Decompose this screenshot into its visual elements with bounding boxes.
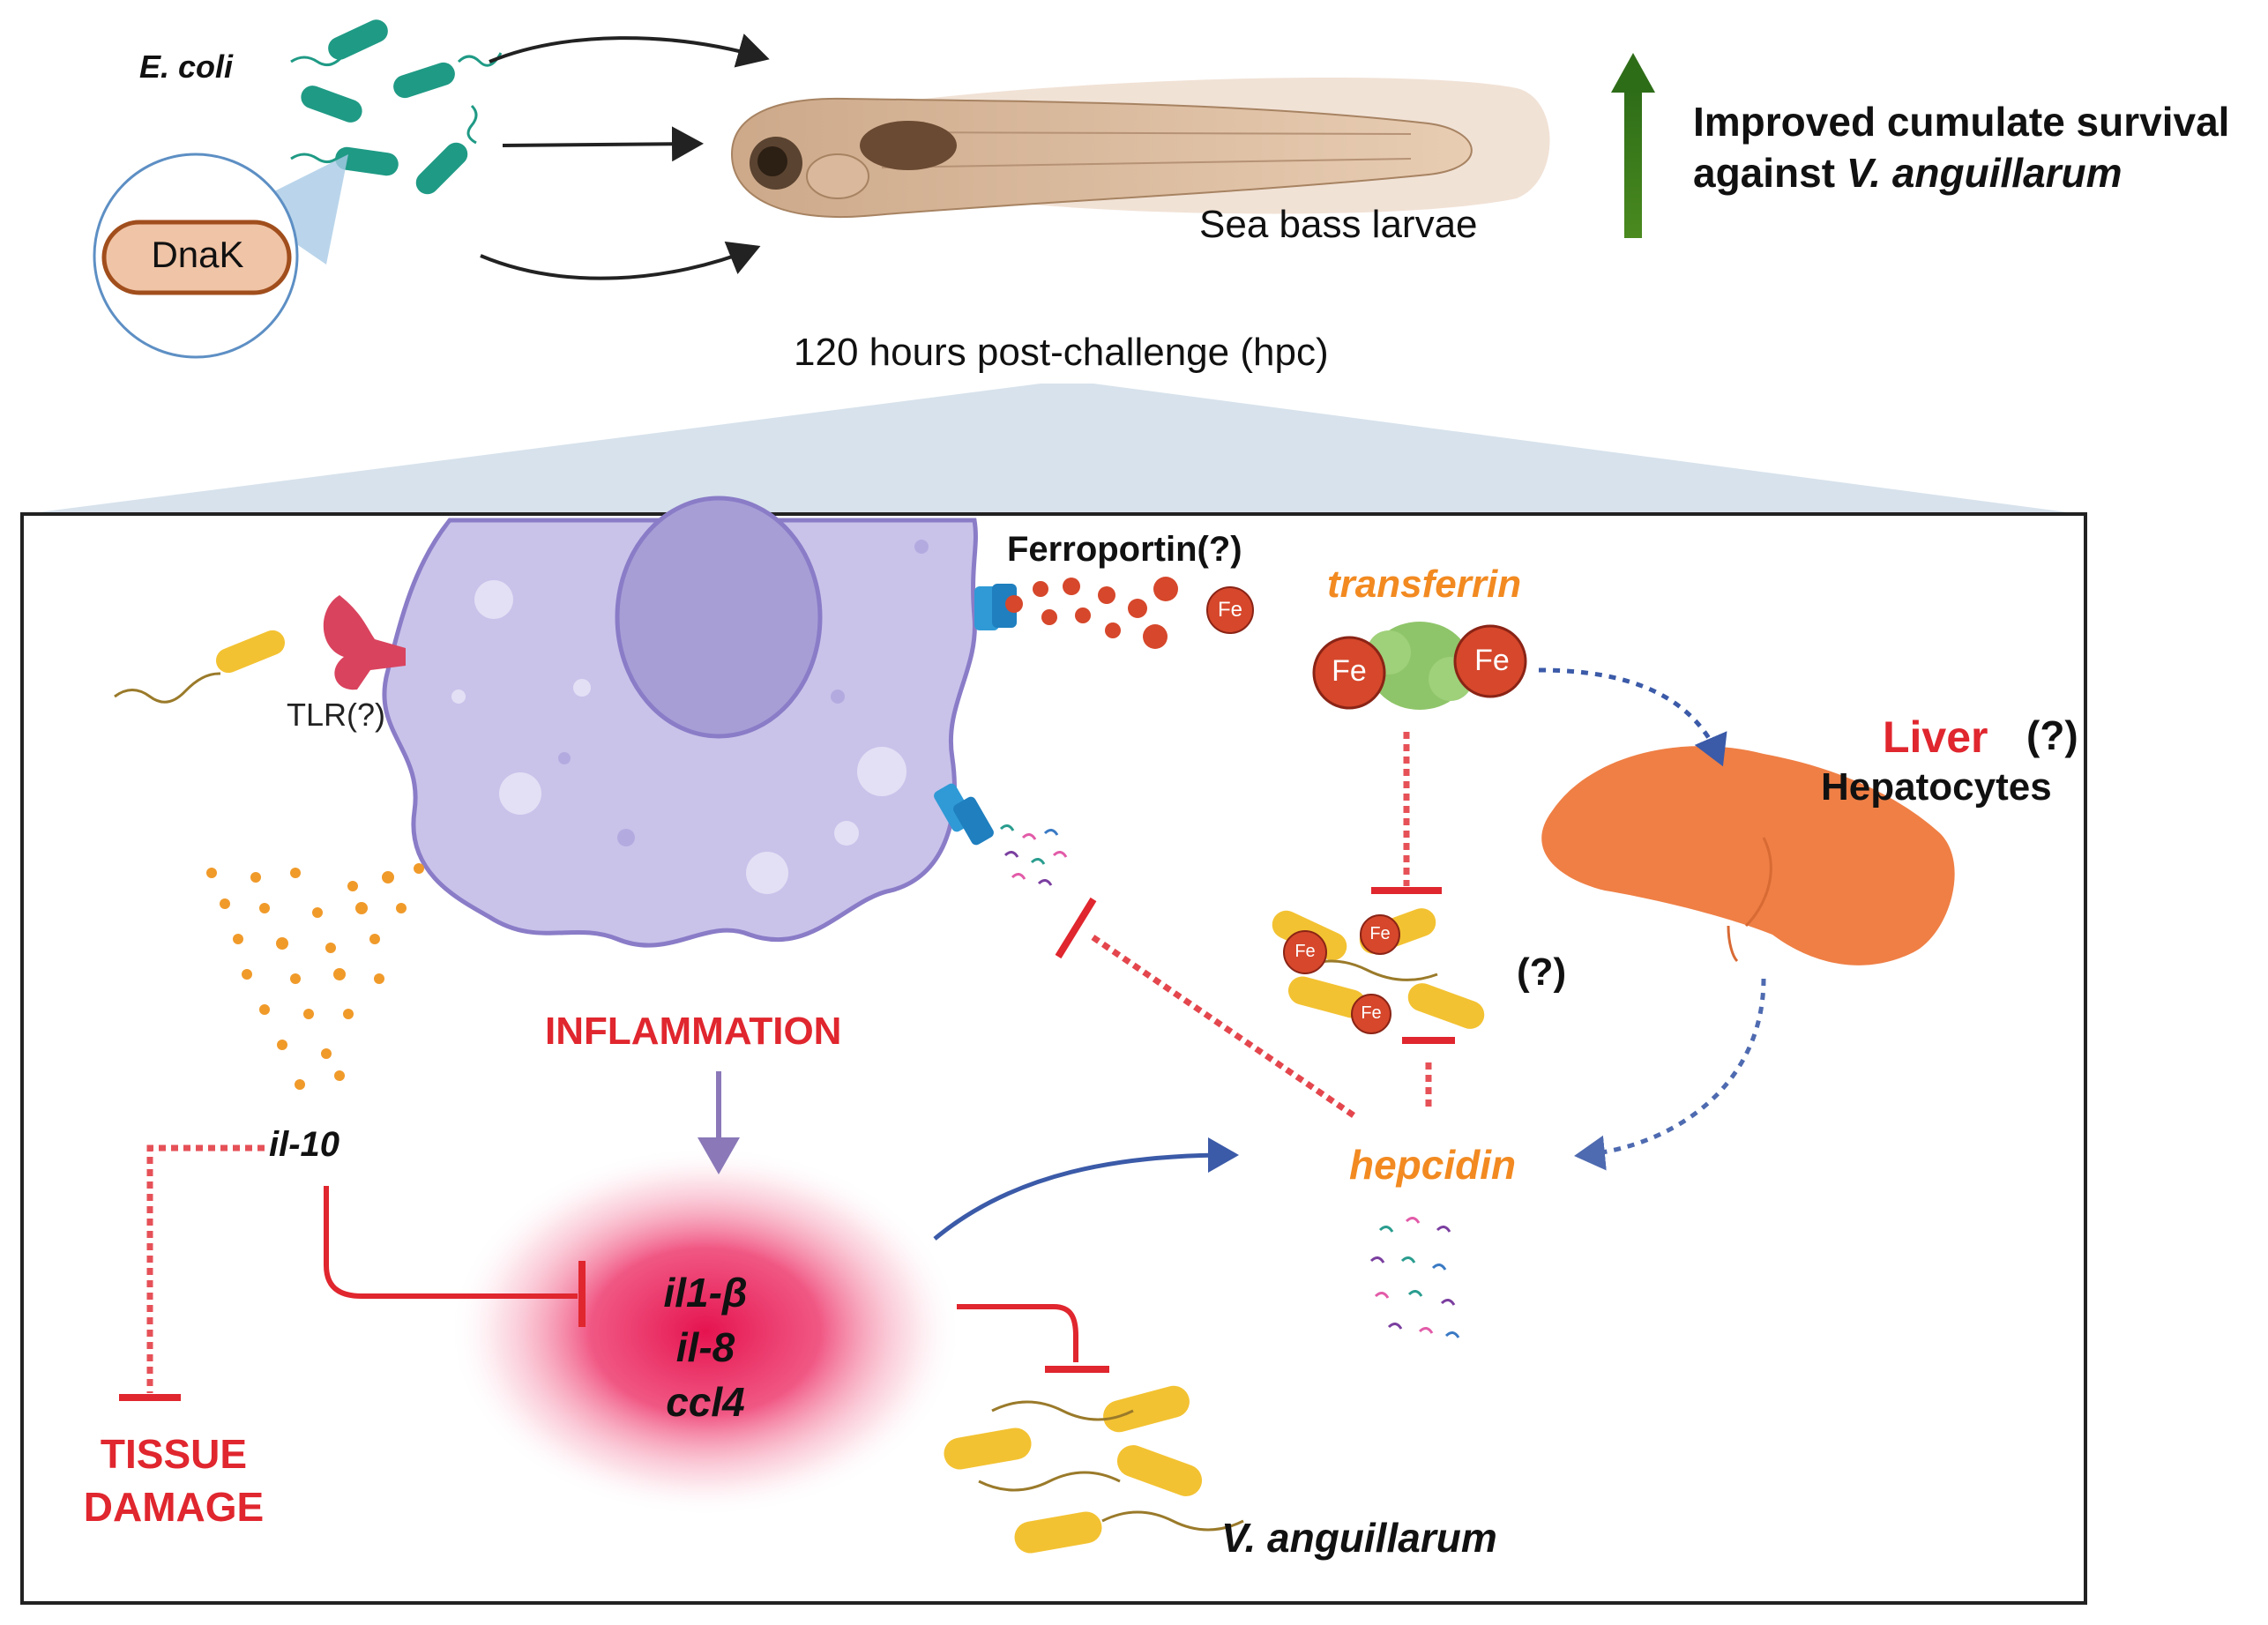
fe-atom	[1312, 636, 1386, 710]
detail-panel	[20, 512, 2087, 1605]
vibrio-label: V. anguillarum	[1221, 1515, 1497, 1561]
ecoli-rod	[415, 142, 468, 195]
cytokines-to-vibrio-line	[957, 1304, 1078, 1362]
survival-arrow-shaft	[1624, 88, 1642, 238]
ferroportin-channel-blocked	[934, 783, 994, 846]
arrow-to-larva-top	[489, 34, 770, 68]
dnak-label: DnaK	[151, 234, 244, 275]
cytokine-il1b: il1-β	[663, 1270, 748, 1316]
ecoli-rod	[393, 62, 455, 99]
macrophage-nucleus	[615, 496, 823, 739]
fe-label-right: Fe	[1474, 644, 1510, 677]
larvae-label: Sea bass larvae	[1199, 203, 1478, 246]
liver-question: (?)	[2026, 712, 2078, 758]
il10-tissue-line	[146, 1144, 265, 1393]
bacteria-iron-cluster	[1272, 908, 1485, 1034]
hepcidin-squiggles-near-cell	[999, 824, 1068, 886]
tlr-receptor	[323, 595, 406, 690]
transferrin-complex	[1312, 622, 1527, 710]
hepatocytes-label: Hepatocytes	[1821, 765, 2052, 809]
cytokine-ccl4: ccl4	[666, 1379, 745, 1426]
hepcidin-label: hepcidin	[1349, 1142, 1517, 1188]
transferrin-to-liver-arrow	[1538, 667, 1727, 767]
transferrin-label: transferrin	[1327, 563, 1522, 606]
inflammation-glow	[450, 1146, 961, 1517]
outcome-prefix: against	[1693, 150, 1846, 196]
survival-arrow-head	[1611, 53, 1655, 93]
liver-to-hepcidin-arrow	[1574, 978, 1766, 1171]
fe-label-bacteria-1: Fe	[1294, 942, 1316, 961]
tissue-damage-label: TISSUE DAMAGE	[84, 1428, 264, 1534]
arrow-to-larva-bottom	[480, 241, 761, 280]
hepcidin-squiggles	[1369, 1217, 1460, 1338]
cytokines-to-hepcidin-arrow	[933, 1137, 1239, 1241]
outcome-line2: against V. anguillarum	[1693, 150, 2123, 197]
larva-illustration	[730, 78, 1550, 219]
tlr-label: TLR(?)	[287, 697, 386, 733]
timepoint-label: 120 hours post-challenge (hpc)	[794, 331, 1329, 374]
outcome-species: V. anguillarum	[1846, 150, 2123, 196]
il10-label: il-10	[269, 1125, 340, 1164]
fe-label-left: Fe	[1332, 654, 1367, 688]
liver-illustration	[1541, 746, 1955, 965]
zoom-trapezoid	[25, 384, 2081, 514]
vibrio-bacteria	[944, 1385, 1244, 1554]
il10-cytokine-line	[324, 1186, 578, 1299]
tissue-damage-line2: DAMAGE	[83, 1483, 265, 1530]
tissue-damage-line1: TISSUE	[100, 1431, 248, 1477]
outcome-line1: Improved cumulate survival	[1693, 99, 2230, 145]
inflammation-label: INFLAMMATION	[545, 1010, 842, 1053]
zoom-cone	[242, 154, 348, 265]
hepcidin-to-ferroportin-line	[1087, 932, 1355, 1118]
fe-label-ferroportin: Fe	[1217, 598, 1243, 622]
hepcidin-to-ferroportin-bar	[1055, 897, 1097, 959]
arrow-to-larva-middle	[502, 126, 704, 162]
cytokine-il8: il-8	[675, 1324, 735, 1371]
ecoli-rod	[335, 146, 399, 176]
iron-particles-ferroportin	[1005, 577, 1254, 649]
ecoli-rod	[328, 19, 388, 60]
ecoli-bacteria-group	[290, 19, 503, 195]
bacterium-tlr	[215, 630, 286, 674]
ecoli-rod	[301, 86, 362, 123]
ecoli-label: E. coli	[139, 48, 234, 85]
cytokine-list: il1-β il-8 ccl4	[663, 1265, 747, 1429]
bacteria-question: (?)	[1517, 950, 1567, 994]
fe-atom	[1453, 624, 1527, 698]
ferroportin-channel	[974, 584, 1017, 630]
liver-label: Liver	[1883, 712, 1988, 762]
il10-particles	[206, 863, 424, 1090]
fe-label-bacteria-3: Fe	[1361, 1003, 1382, 1023]
macrophage-cell	[382, 496, 978, 948]
fe-label-bacteria-2: Fe	[1369, 924, 1391, 943]
dnak-bacterium	[101, 220, 292, 295]
ferroportin-label: Ferroportin(?)	[1007, 530, 1242, 569]
